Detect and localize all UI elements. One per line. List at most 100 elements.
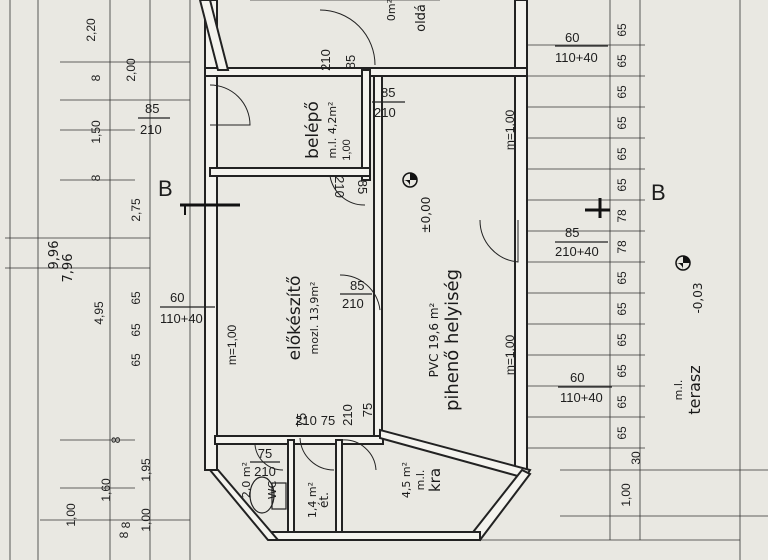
svg-text:210: 210 xyxy=(140,122,162,137)
room-piheno-name: pihenő helyiség xyxy=(442,269,463,411)
room-belepo: belépő m.l. 4,2m² xyxy=(303,101,339,159)
room-kra-name: kra xyxy=(426,468,444,492)
level-marker-main xyxy=(402,172,418,188)
room-top-partial-area-text: 0m² xyxy=(385,0,398,21)
window-label-3: 60 110+40 xyxy=(160,290,215,326)
right-dim-step: 65 xyxy=(615,395,629,409)
room-top-partial: oldá xyxy=(414,4,429,32)
svg-text:110+40: 110+40 xyxy=(560,390,603,405)
svg-text:85: 85 xyxy=(145,101,159,116)
svg-text:75: 75 xyxy=(321,413,335,428)
svg-text:78: 78 xyxy=(615,240,629,254)
door-swings xyxy=(209,9,519,471)
wall-note-text: 1,00 xyxy=(341,139,353,160)
svg-text:65: 65 xyxy=(615,85,629,99)
room-top-partial-area: 0m² xyxy=(385,0,398,21)
room-terasz-name: terasz xyxy=(685,365,704,414)
left-dimension-labels: 2,20 8 1,50 8 4,95 8 1,60 1,00 2,00 2,75… xyxy=(47,18,153,528)
wall-note: 1,00 xyxy=(341,139,353,160)
left-dimension-lines xyxy=(5,0,191,560)
right-dim-step: 65 xyxy=(615,85,629,99)
room-piheno-subtitle: PVC 19,6 m² xyxy=(427,302,441,377)
room-eloteszito-area: mozl. 13,9m² xyxy=(308,282,321,355)
svg-text:65: 65 xyxy=(129,323,143,337)
svg-text:85: 85 xyxy=(381,85,395,100)
right-dim-step: 65 xyxy=(615,54,629,68)
door-label-1: 85 210 xyxy=(138,101,170,137)
svg-text:85: 85 xyxy=(350,278,364,293)
right-dim-step: 65 xyxy=(615,116,629,130)
room-wc-area: 2,0 m² xyxy=(240,462,253,498)
door-label-5h: 85 xyxy=(355,180,370,194)
svg-text:65: 65 xyxy=(615,116,629,130)
svg-text:85: 85 xyxy=(565,225,579,240)
svg-text:85: 85 xyxy=(355,180,370,194)
right-dim-step: 65 xyxy=(615,333,629,347)
room-kra: kra m.l. 4,5 m² xyxy=(400,462,444,498)
sill-label-2: m=1,00 xyxy=(225,324,239,365)
room-belepo-area: m.l. 4,2m² xyxy=(326,102,339,159)
svg-text:60: 60 xyxy=(570,370,584,385)
door-label-7h: 210 xyxy=(340,404,355,426)
right-dim-step: 65 xyxy=(615,23,629,37)
room-wc-name: WC xyxy=(266,480,279,499)
svg-text:60: 60 xyxy=(565,30,579,45)
left-dim-8c: 8 xyxy=(109,436,123,443)
left-dim-4-95: 4,95 xyxy=(92,301,106,325)
door-label-9: 75 210 xyxy=(250,446,280,479)
sill-label-3-text: m=1,00 xyxy=(503,334,517,375)
svg-text:65: 65 xyxy=(129,353,143,367)
left-dim-total-7-96: 7,96 xyxy=(61,254,76,283)
door-label-4: 210 xyxy=(318,49,333,71)
level-terrace-text: -0,03 xyxy=(691,282,705,313)
right-dim-step: 78 xyxy=(615,240,629,254)
svg-text:75: 75 xyxy=(258,446,272,461)
svg-text:210+40: 210+40 xyxy=(555,244,599,259)
left-dim-1-00: 1,00 xyxy=(64,503,78,527)
left-dim-2-00: 2,00 xyxy=(124,58,138,82)
sill-label-1-text: m=1,00 xyxy=(503,109,517,150)
door-label-5: 210 xyxy=(332,176,347,198)
left-dim-1-95: 1,95 xyxy=(139,458,153,482)
room-terasz-unit: m.l. xyxy=(672,380,685,401)
svg-text:75: 75 xyxy=(360,403,375,417)
svg-text:65: 65 xyxy=(615,395,629,409)
dim-30: 30 xyxy=(629,451,643,465)
room-et-name: ét. xyxy=(317,492,331,508)
svg-text:65: 65 xyxy=(129,291,143,305)
toilet-icon xyxy=(249,476,275,514)
left-65-chain: 65 65 65 xyxy=(129,291,143,367)
svg-text:65: 65 xyxy=(615,333,629,347)
room-kra-unit: m.l. xyxy=(414,470,427,491)
sill-label-3: m=1,00 xyxy=(503,334,517,375)
bottom-right-dimensions: 30 1,00 8 1,00 xyxy=(117,451,643,538)
svg-text:78: 78 xyxy=(615,209,629,223)
right-tick-marks xyxy=(520,44,645,449)
svg-text:60: 60 xyxy=(170,290,184,305)
room-et-area: 1,4 m² xyxy=(306,482,319,518)
room-wc: WC 2,0 m² xyxy=(240,462,279,499)
right-dim-step: 65 xyxy=(615,178,629,192)
door-label-8: 75 xyxy=(360,403,375,417)
svg-text:110+40: 110+40 xyxy=(160,311,203,326)
section-label-right: B xyxy=(651,180,666,205)
svg-text:210: 210 xyxy=(332,176,347,198)
left-dim-1-60: 1,60 xyxy=(99,478,113,502)
left-dim-1-50: 1,50 xyxy=(89,120,103,144)
left-dim-2-20: 2,20 xyxy=(84,18,98,42)
svg-text:210: 210 xyxy=(295,413,317,428)
left-dim-2-75: 2,75 xyxy=(129,198,143,222)
sill-label-2-text: m=1,00 xyxy=(225,324,239,365)
svg-text:210: 210 xyxy=(342,296,364,311)
dim-1-00-right: 1,00 xyxy=(619,483,633,507)
left-dim-total-9-96: 9,96 xyxy=(47,241,62,270)
room-kra-area: 4,5 m² xyxy=(400,462,413,498)
sill-label-1: m=1,00 xyxy=(503,109,517,150)
svg-text:65: 65 xyxy=(615,147,629,161)
room-et: ét. 1,4 m² xyxy=(306,482,331,518)
svg-text:75: 75 xyxy=(294,413,309,427)
svg-text:65: 65 xyxy=(615,426,629,440)
section-cut-lines xyxy=(180,198,610,218)
